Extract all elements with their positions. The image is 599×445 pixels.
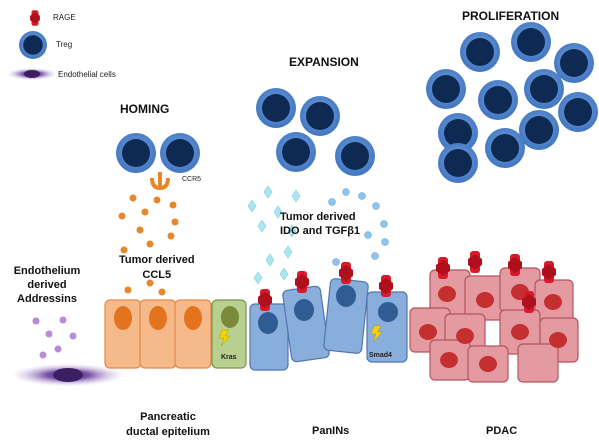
legend — [8, 10, 56, 80]
legend-rage-label: RAGE — [53, 13, 76, 22]
addressins-label-line2: derived — [27, 279, 67, 291]
ccl5-chemokine-dots — [118, 194, 179, 296]
ccl5-label: Tumor derived CCL5 — [119, 253, 195, 283]
ido-diamonds — [247, 185, 301, 285]
pdac-cells — [409, 251, 579, 383]
ido-label-line2: IDO and TGFβ1 — [280, 225, 361, 237]
pdac-label: PDAC — [486, 425, 518, 437]
tgfb1-dots — [328, 188, 389, 274]
ccr5-receptor-icon — [150, 172, 170, 191]
legend-endothelial-label: Endothelial cells — [58, 70, 116, 79]
pancreatic-label-line1: Pancreatic — [140, 411, 196, 423]
endothelial-cell — [13, 364, 123, 386]
smad4-label: Smad4 — [369, 352, 392, 359]
homing-tregs — [116, 133, 200, 173]
addressins-label-line1: Endothelium — [13, 265, 81, 277]
stage-title-proliferation: PROLIFERATION — [462, 9, 560, 23]
expansion-tregs — [256, 88, 375, 176]
treg-cell-icon — [116, 133, 156, 173]
ccl5-label-line1: Tumor derived — [119, 254, 195, 266]
stage-title-expansion: EXPANSION — [289, 55, 359, 69]
pancreatic-epithelium-label: Pancreatic ductal epitelium — [120, 410, 216, 440]
ccr5-label: CCR5 — [182, 176, 202, 183]
legend-rage-icon — [30, 10, 40, 26]
ido-tgf-label: Tumor derived IDO and TGFβ1 — [280, 210, 360, 238]
panins-label: PanINs — [312, 425, 350, 437]
addressins-label: Endothelium derived Addressins — [8, 264, 86, 306]
ccl5-label-line2: CCL5 — [142, 269, 172, 281]
addressin-dots — [32, 316, 77, 359]
pancreatic-label-line2: ductal epitelium — [126, 426, 210, 438]
addressins-label-line3: Addressins — [17, 293, 77, 305]
panin-cells — [249, 262, 408, 371]
stage-title-homing: HOMING — [120, 102, 170, 116]
legend-treg-icon — [19, 31, 47, 59]
legend-treg-label: Treg — [56, 40, 73, 49]
pancreatic-epithelium — [104, 299, 212, 369]
legend-endothelial-icon — [8, 68, 56, 80]
kras-label: Kras — [221, 354, 237, 361]
treg-cell-icon — [160, 133, 200, 173]
ido-label-line1: Tumor derived — [280, 211, 356, 223]
kras-mutant-cell — [211, 299, 247, 369]
proliferation-tregs — [426, 22, 598, 183]
